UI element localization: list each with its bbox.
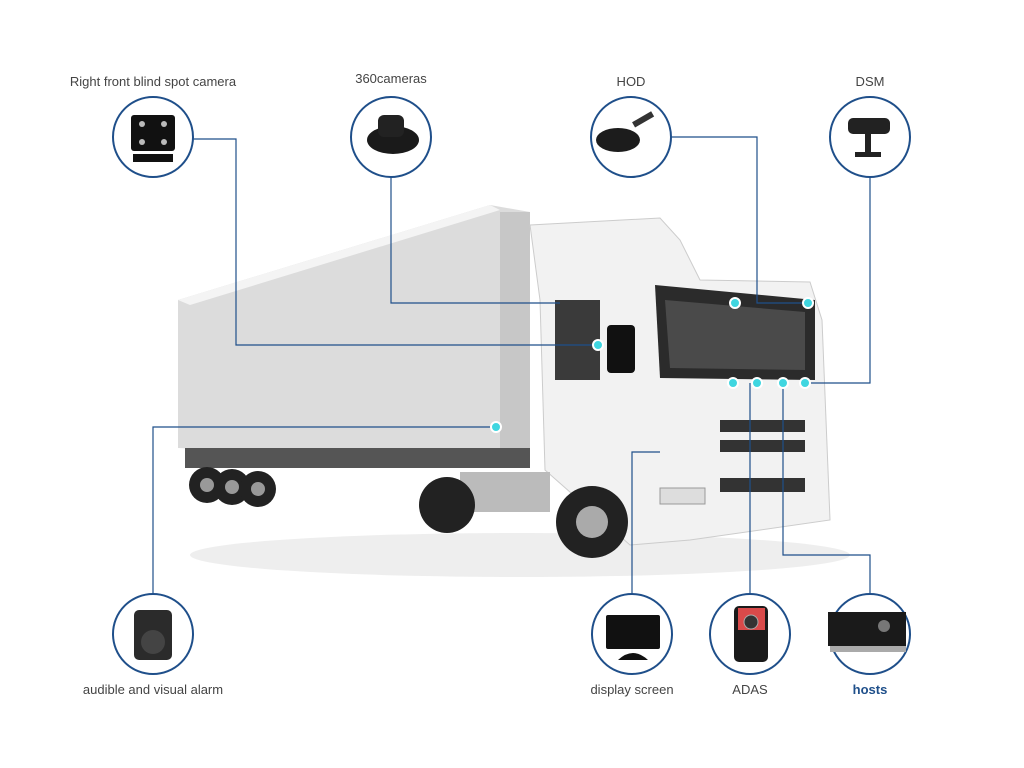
label-dsm: DSM [855, 74, 885, 89]
label-display-screen: display screen [590, 682, 674, 697]
label-right-front-blind-spot-camera: Right front blind spot camera [69, 74, 237, 89]
truck-illustration [178, 205, 850, 577]
connector-lines [152, 136, 871, 594]
label-audible-visual-alarm: audible and visual alarm [82, 682, 224, 697]
label-360-cameras: 360cameras [355, 71, 427, 86]
label-hosts: hosts [852, 682, 888, 697]
label-adas: ADAS [732, 682, 768, 697]
sensor-dots [490, 297, 814, 433]
label-hod: HOD [616, 74, 646, 89]
product-pictograms [131, 111, 906, 662]
